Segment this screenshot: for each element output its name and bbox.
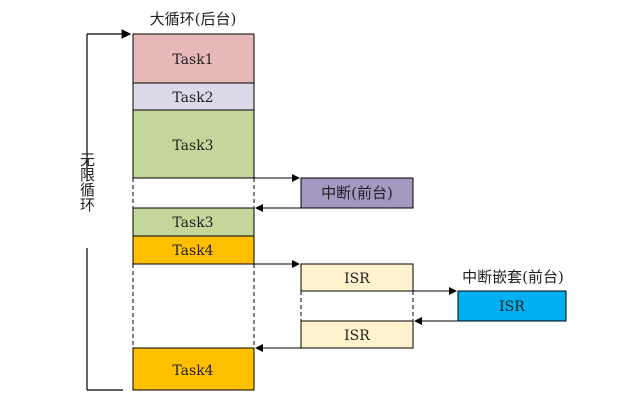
flow-arrows: [254, 174, 458, 352]
task2-label: Task2: [172, 90, 213, 106]
task3-resume-block: [132, 207, 255, 237]
task4-block: [132, 235, 255, 265]
task4-label: Task4: [172, 243, 213, 259]
main-loop-title: 大循环(后台): [150, 10, 237, 28]
task3-label: Task3: [172, 138, 213, 154]
task1-label: Task1: [172, 52, 213, 68]
isr-resume-label: ISR: [344, 328, 370, 344]
interrupt-block: [300, 177, 414, 209]
interrupt-label: 中断(前台): [321, 184, 393, 202]
loop-bracket: [86, 29, 132, 391]
task4-resume-label: Task4: [172, 363, 213, 379]
task3-resume-label: Task3: [172, 215, 213, 231]
isr-label: ISR: [344, 271, 370, 287]
nested-interrupt-title: 中断嵌套(前台): [462, 268, 564, 286]
loop-label: 无限循环: [78, 152, 96, 212]
nested-isr-block: [457, 290, 567, 322]
isr-resume-block: [300, 320, 414, 349]
task1-block: [132, 33, 255, 84]
task3-block: [132, 109, 255, 179]
suspended-gaps: [132, 178, 414, 348]
nested-isr-label: ISR: [499, 299, 525, 315]
task4-resume-block: [132, 347, 255, 391]
isr-block: [300, 263, 414, 292]
